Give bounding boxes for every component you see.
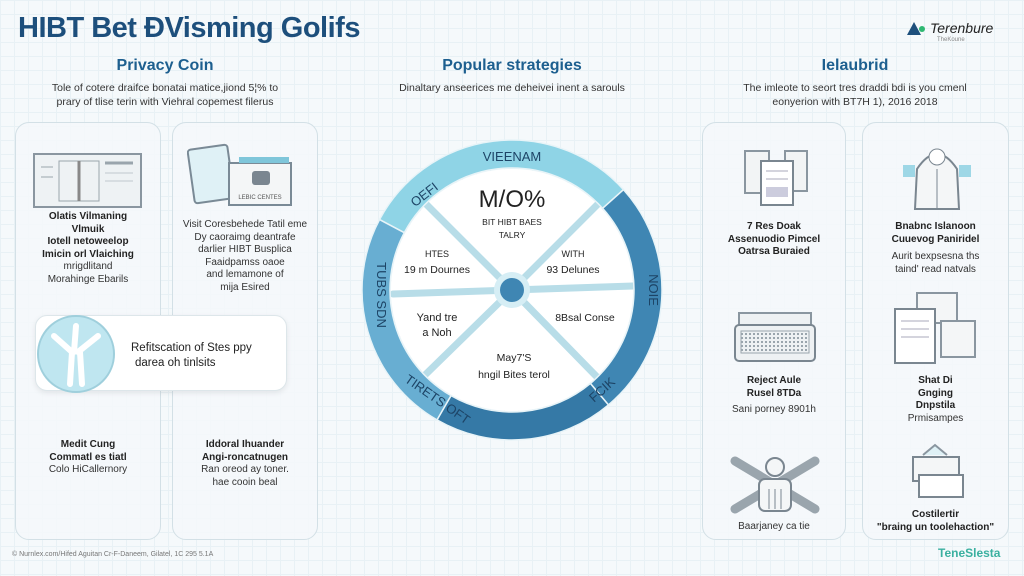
card-text: mija Esired	[220, 281, 270, 293]
section-title: Privacy Coin	[116, 57, 214, 74]
wheel-subtext: BIT HIBT BAES	[482, 217, 542, 227]
segment-label: WITH	[562, 249, 585, 259]
card-text: Faaidpamss oaoe	[205, 256, 285, 268]
card-title: Vlmuik	[71, 223, 105, 235]
card-title: Gnging	[918, 387, 953, 399]
card-text: Prmisampes	[907, 412, 964, 424]
card-text: Colo HiCallernory	[48, 464, 128, 475]
segment-label: HTES	[425, 249, 449, 259]
segment-label: Yand tre	[417, 312, 458, 324]
spoke	[421, 286, 516, 379]
section-desc: Tole of cotere draifce bonatai matice,ji…	[51, 82, 279, 94]
section-privacy-coin: Privacy Coin Tole of cotere draifce bona…	[0, 57, 330, 109]
brand-logo: Terenbure TheKoune	[905, 20, 994, 43]
icon-label: LEBIC CENTES	[238, 195, 281, 201]
card-title: Medit Cung	[60, 439, 116, 450]
wheel-spokes	[389, 191, 637, 381]
highlight-text: darea oh tinlsits	[135, 357, 216, 369]
logo-tagline: TheKoune	[937, 37, 965, 43]
segment-sub: 93 Delunes	[546, 264, 599, 276]
section-popular-strategies: Popular strategies Dinaltary anseerices …	[347, 57, 677, 95]
segment-label: May7'S	[497, 352, 532, 364]
segment-label: 8Bsal Conse	[555, 312, 615, 324]
card-text: mrigdlitand	[63, 261, 113, 272]
card-title: Bnabnc Islanoon	[895, 221, 976, 232]
card-title: Olatis Vilmaning	[48, 211, 128, 222]
papers-stack-icon	[894, 292, 976, 364]
card-text: Sani porney 8901h	[732, 404, 816, 415]
card-title: Oatrsa Buraied	[738, 246, 810, 257]
card-title: Costilertir	[911, 509, 960, 520]
card-title: Dnpstila	[915, 400, 956, 411]
spoke	[389, 286, 516, 298]
hoodie-figure-icon	[903, 148, 971, 210]
crossed-figure-icon	[730, 456, 820, 514]
footer-logo: TeneSlesta	[938, 546, 1001, 560]
section-desc: eonyerion with BT7H 1), 2016 2018	[772, 96, 938, 108]
card-title: Iddoral Ihuander	[205, 439, 285, 450]
segment-sub: hngil Bites terol	[478, 369, 550, 381]
card-title: Shat Di	[918, 375, 953, 386]
card-title: Assenuodio Pimcel	[727, 233, 821, 245]
card-text: hae cooin beal	[212, 476, 278, 488]
highlight-text: Refitscation of Stes ppy	[131, 342, 252, 354]
ring-segment-medium[interactable]	[361, 218, 453, 421]
spoke	[508, 282, 637, 294]
segment-sub: a Noh	[422, 327, 451, 339]
section-title: Ielaubrid	[821, 57, 889, 74]
card-title: Rusel 8TDa	[746, 387, 802, 399]
spoke	[508, 286, 601, 381]
keyboard-panel-icon	[734, 312, 816, 362]
wheel-headline: M/O%	[479, 186, 546, 213]
documents-icon	[744, 150, 808, 206]
certificate-lock-icon: LEBIC CENTES	[187, 143, 292, 206]
card-title: Imicin orl Vlaiching	[42, 248, 134, 260]
card-text: Aurit bexpsesna ths	[891, 251, 980, 262]
hub	[500, 278, 524, 302]
info-card: 7 Res Doak Assenuodio Pimcel Oatrsa Bura…	[702, 122, 846, 540]
ring-label: NOIE	[646, 274, 661, 306]
page-title: HIBT Bet ƉVisming Golifs	[18, 12, 360, 44]
section-desc: The imleote to seort tres draddi bdi is …	[743, 82, 967, 94]
card-title: Iotell netoweelop	[47, 236, 129, 247]
card-title: Cuuevog Paniridel	[891, 233, 980, 245]
ring-label: VIEENAM	[483, 149, 542, 164]
section-desc: Dinaltary anseerices me deheivei inent a…	[399, 82, 625, 94]
card-text: Dy caoraimg deantrafe	[194, 231, 296, 243]
card-text: Baarjaney ca tie	[738, 521, 810, 532]
card-text: Morahinge Ebarils	[47, 273, 129, 285]
card-text: and lemamone of	[206, 269, 284, 280]
section-desc: prary of tlise terin with Viehral copeme…	[56, 96, 274, 108]
wheel-subtext: TALRY	[499, 230, 526, 240]
info-card: Bnabnc Islanoon Cuuevog Paniridel Aurit …	[862, 122, 1009, 540]
document-screen-icon	[33, 153, 142, 208]
section-ielaubrid: Ielaubrid The imleote to seort tres drad…	[690, 57, 1020, 109]
footer-text: © Nurnlex.com/Hifed Aguitan Cr-F-Daneem,…	[12, 551, 214, 558]
spoke	[413, 191, 516, 294]
logo-name: Terenbure	[930, 20, 994, 36]
ring-label: TUBS SDN	[374, 262, 389, 328]
card-text: darlier HIBT Busplica	[198, 244, 292, 255]
card-text: taind' read natvals	[895, 263, 976, 275]
card-title: Commatl es tiatl	[49, 451, 127, 463]
card-title: 7 Res Doak	[747, 221, 801, 232]
card-title: "braing un toolehaction"	[876, 521, 995, 533]
card-text: Visit Coresbehede Tatil eme	[182, 219, 308, 230]
highlight-box: Refitscation of Stes ppy darea oh tinlsi…	[35, 315, 287, 393]
card-text: Ran oreod ay toner.	[201, 464, 289, 475]
card-title: Reject Aule	[746, 375, 802, 386]
card-title: Angi-roncatnugen	[201, 451, 289, 463]
tree-emblem-icon	[37, 315, 115, 393]
spoke	[508, 191, 611, 294]
segment-sub: 19 m Dournes	[404, 264, 470, 276]
folders-icon	[912, 443, 964, 498]
section-title: Popular strategies	[442, 57, 582, 74]
logo-mark-icon	[907, 22, 925, 35]
